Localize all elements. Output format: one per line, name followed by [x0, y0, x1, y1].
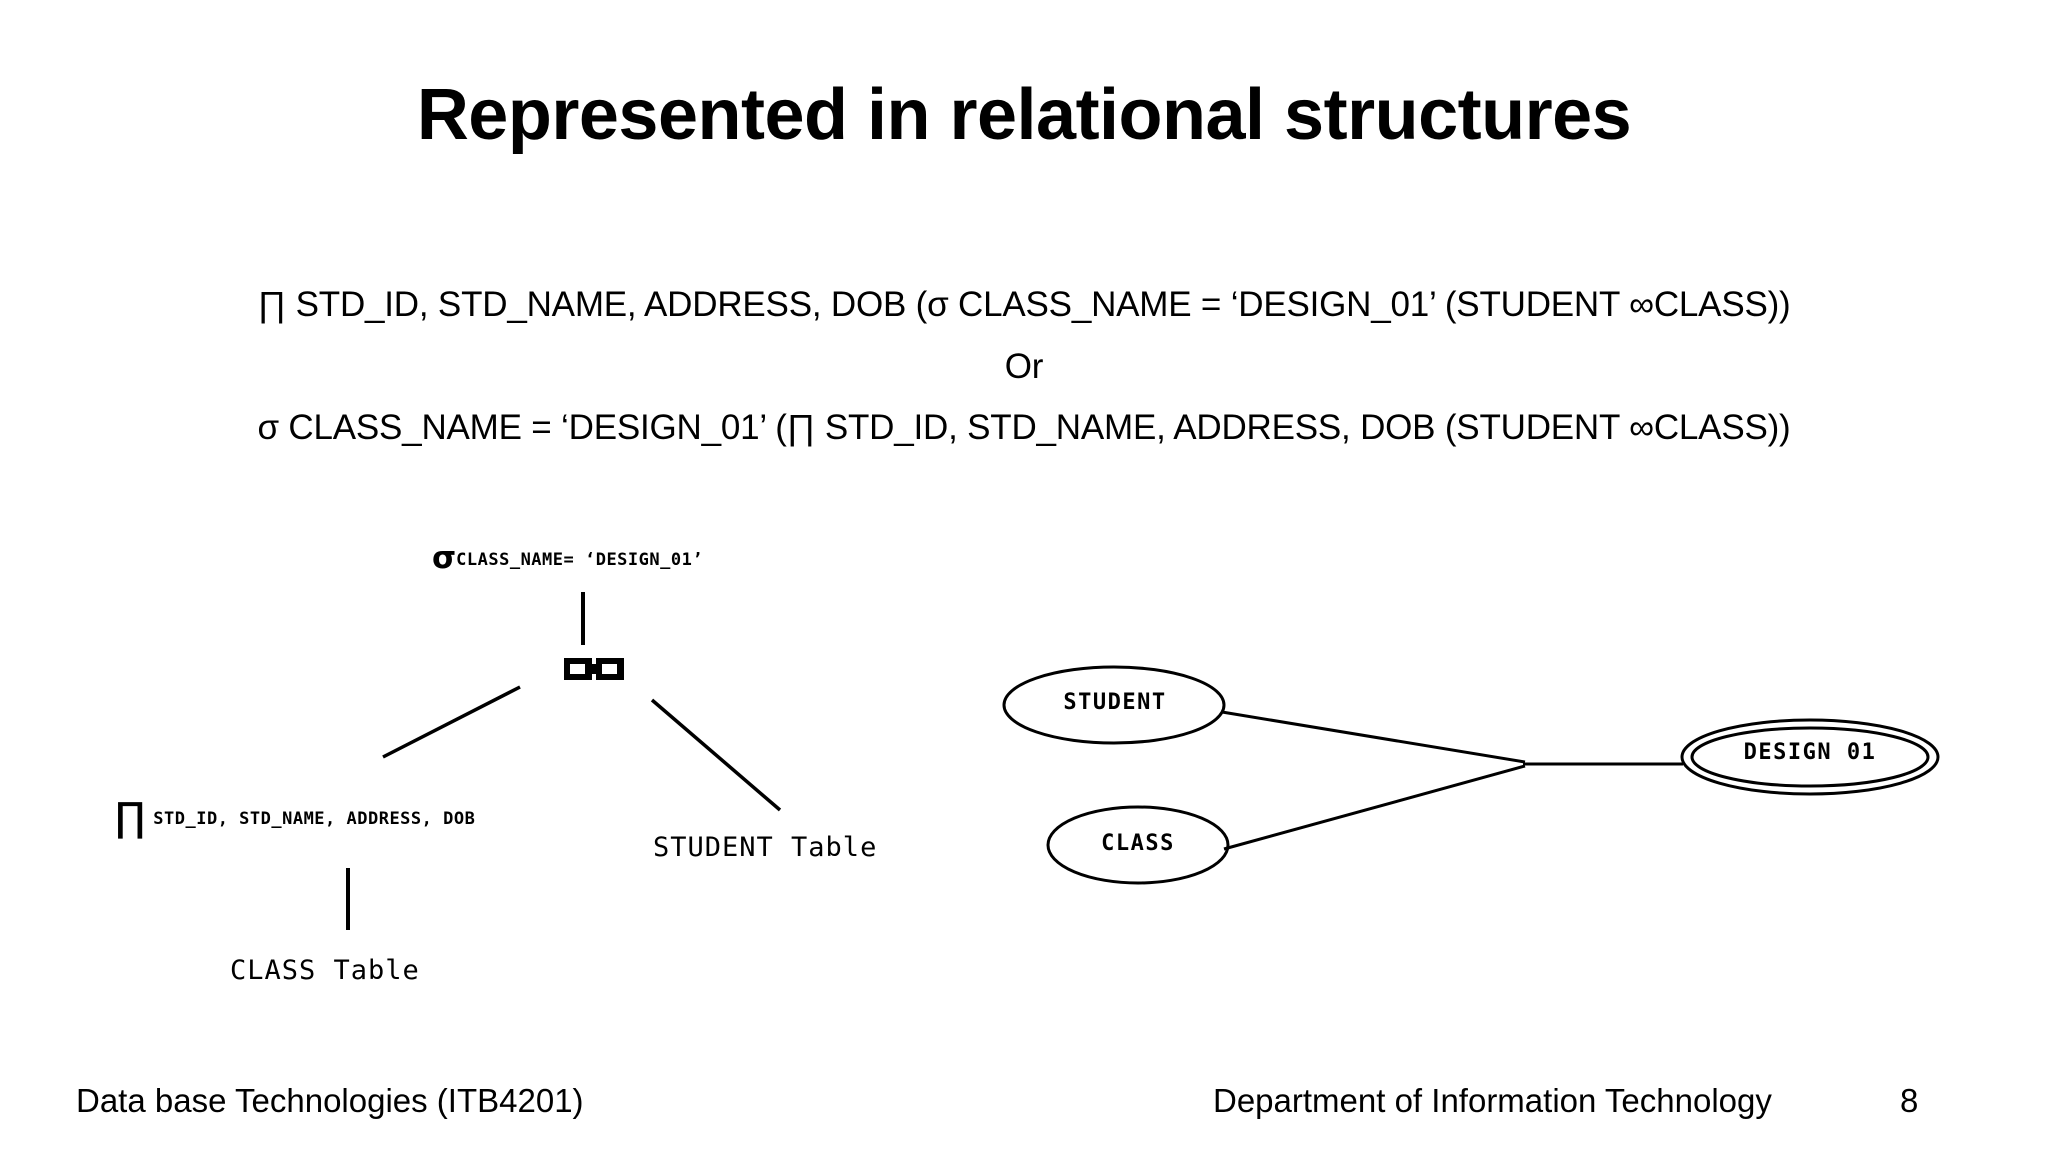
er-value-design-label: DESIGN 01	[1743, 740, 1877, 765]
footer-course-label: Data base Technologies (ITB4201)	[76, 1082, 584, 1119]
query-tree-select-subscript: CLASS_NAME= ‘DESIGN_01’	[456, 550, 704, 570]
query-tree-class-table-label: CLASS Table	[230, 955, 420, 986]
tree-edge-join-to-student	[650, 698, 782, 812]
query-tree-student-table-label: STUDENT Table	[653, 832, 878, 863]
er-entity-class-ellipse	[1046, 805, 1230, 885]
er-entity-student-label: STUDENT	[1063, 690, 1167, 715]
algebra-expression-line-2: σ CLASS_NAME = ‘DESIGN_01’ (∏ STD_ID, ST…	[257, 408, 1791, 447]
algebra-expression-line-1: ∏ STD_ID, STD_NAME, ADDRESS, DOB (σ CLAS…	[257, 285, 1791, 324]
er-edge-student-to-junction	[1221, 710, 1526, 764]
pi-icon: ∏	[115, 795, 146, 841]
query-tree-project-node: ∏ STD_ID, STD_NAME, ADDRESS, DOB	[115, 795, 475, 841]
join-bowtie-icon	[564, 658, 624, 680]
page-title: Represented in relational structures	[416, 75, 1632, 155]
footer-department-label: Department of Information Technology	[1213, 1082, 1772, 1119]
sigma-icon: σ	[432, 540, 457, 576]
er-entity-class-label: CLASS	[1101, 831, 1175, 856]
er-edge-class-to-junction	[1223, 764, 1526, 851]
footer-page-number: 8	[1900, 1082, 1919, 1119]
query-tree-project-subscript: STD_ID, STD_NAME, ADDRESS, DOB	[153, 809, 476, 829]
algebra-expression-separator: Or	[1004, 347, 1044, 386]
er-entity-student-ellipse	[1002, 665, 1226, 745]
tree-edge-join-to-project	[382, 685, 521, 759]
query-tree-select-node: σCLASS_NAME= ‘DESIGN_01’	[432, 540, 703, 576]
er-value-design-inner-ellipse	[1690, 726, 1930, 788]
